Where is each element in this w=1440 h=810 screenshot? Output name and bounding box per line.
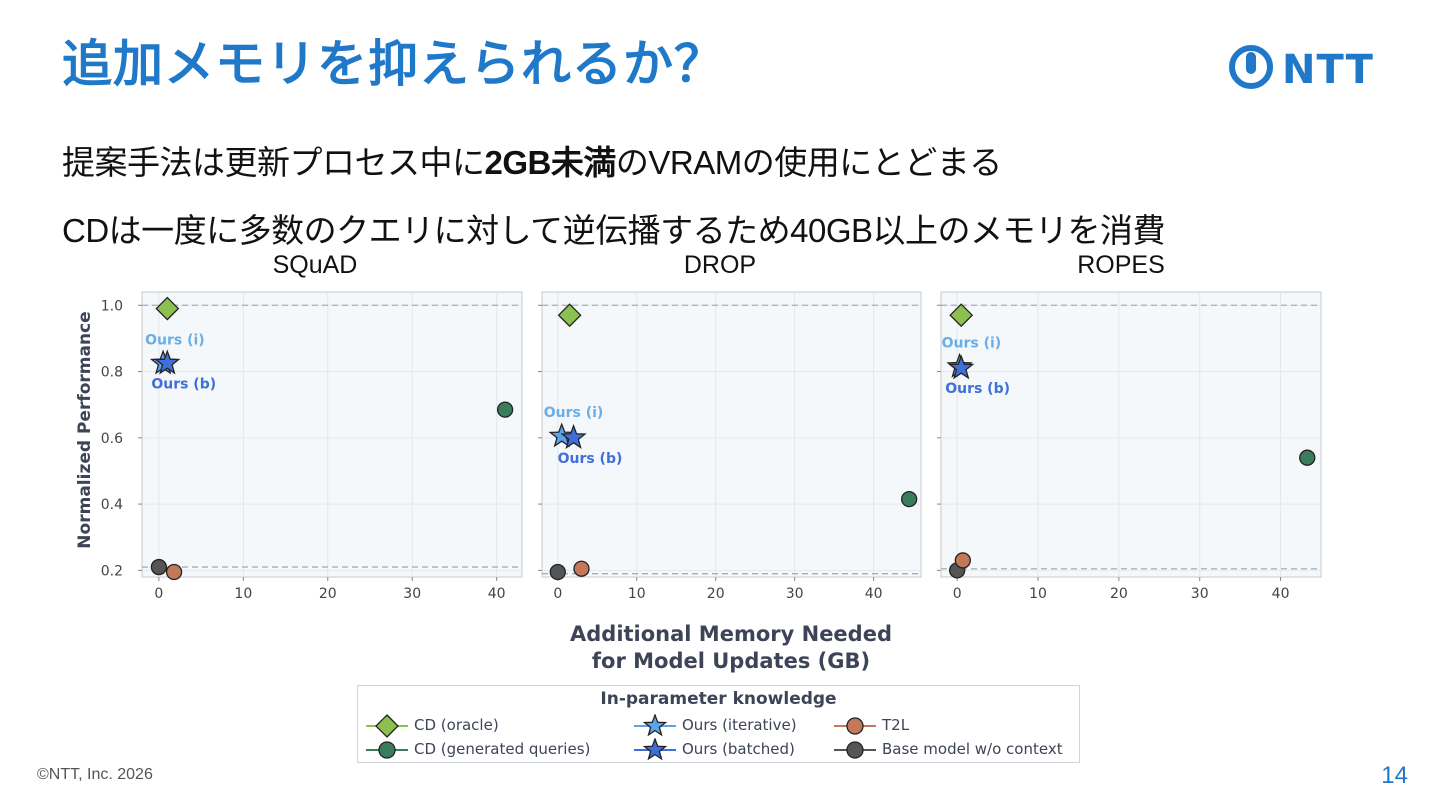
legend-marker-base xyxy=(834,741,876,759)
panel-0-point-cd-generated xyxy=(496,401,514,418)
panel-2-xtick-label: 10 xyxy=(1029,586,1047,602)
ntt-logo-text: NTT xyxy=(1282,47,1374,92)
copyright-footer: ©NTT, Inc. 2026 xyxy=(37,766,153,783)
panel-2-point-cd-generated xyxy=(1299,449,1316,466)
panel-2-plot-area xyxy=(940,291,1322,578)
panel-0-ytick-label: 0.2 xyxy=(101,563,123,579)
panel-0-ytick-label: 1.0 xyxy=(101,298,123,314)
bullet-cd-memory: CDは一度に多数のクエリに対して逆伝播するため40GB以上のメモリを消費 xyxy=(62,212,1166,249)
panel-0-ytick-label: 0.8 xyxy=(101,365,123,381)
panel-0-xtick-label: 30 xyxy=(403,586,421,602)
panel-0-xtick-label: 0 xyxy=(154,586,163,602)
legend-title: In-parameter knowledge xyxy=(600,689,837,709)
legend-label-t2l: T2L xyxy=(882,716,910,734)
slide-title: 追加メモリを抑えられるか？ xyxy=(62,35,725,93)
panel-2-xtick-label: 40 xyxy=(1272,586,1290,602)
chart-legend: In-parameter knowledge CD (oracle) CD (g… xyxy=(357,685,1080,763)
panel-0-plot-area xyxy=(141,291,523,578)
y-axis-label: Normalized Performance xyxy=(75,311,95,548)
panel-1-xtick-label: 10 xyxy=(628,586,646,602)
panel-1-label-ours-i: Ours (i) xyxy=(544,405,604,421)
panel-1-point-ours-batched xyxy=(560,423,587,450)
panel-1-point-t2l xyxy=(573,560,590,577)
panel-1-label-ours-b: Ours (b) xyxy=(558,451,623,467)
panel-0-xtick-label: 40 xyxy=(488,586,506,602)
panel-0-ytick-label: 0.4 xyxy=(101,497,123,513)
legend-label-cd-oracle: CD (oracle) xyxy=(414,716,499,734)
panel-2-label-ours-b: Ours (b) xyxy=(945,381,1010,397)
panel-0-point-base xyxy=(150,558,168,576)
panel-0-point-ours-batched xyxy=(154,349,181,375)
x-axis-label-line2: for Model Updates (GB) xyxy=(592,649,870,673)
bullet-vram: 提案手法は更新プロセス中に2GB未満のVRAMの使用にとどまる xyxy=(62,136,1002,184)
legend-marker-t2l xyxy=(834,717,876,735)
bullet-vram-bold: 2GB未満 xyxy=(484,144,617,181)
panel-2-point-ours-batched xyxy=(948,354,975,380)
panel-title-drop: DROP xyxy=(683,251,757,279)
panel-1-point-cd-oracle xyxy=(557,303,582,328)
page-number: 14 xyxy=(1381,762,1408,789)
panel-title-squad: SQuAD xyxy=(272,251,358,279)
panel-1-point-base xyxy=(549,563,566,581)
panel-0-point-cd-oracle xyxy=(155,296,180,321)
bullet-vram-post: のVRAMの使用にとどまる xyxy=(615,144,1002,181)
panel-2-xtick-label: 0 xyxy=(953,586,962,602)
panel-0-label-ours-i: Ours (i) xyxy=(145,332,205,348)
ntt-logo-mark-icon xyxy=(1229,45,1273,89)
panel-2-point-cd-oracle xyxy=(949,303,974,328)
panel-0-xtick-label: 20 xyxy=(319,586,337,602)
panel-1-xtick-label: 30 xyxy=(786,586,804,602)
x-axis-label-line1: Additional Memory Needed xyxy=(570,622,892,646)
legend-marker-ours-iterative xyxy=(634,714,676,737)
panel-1-xtick-label: 0 xyxy=(553,586,562,602)
panel-2-xtick-label: 30 xyxy=(1191,586,1209,602)
panel-0-ytick-label: 0.6 xyxy=(101,431,123,447)
panel-1-point-cd-generated xyxy=(901,490,918,508)
ntt-logo: NTT xyxy=(1228,42,1380,92)
panel-1-xtick-label: 40 xyxy=(865,586,883,602)
panel-1-point-ours-iterative xyxy=(548,422,575,448)
legend-marker-cd-generated xyxy=(366,741,408,759)
panel-0-point-t2l xyxy=(165,563,183,581)
legend-label-ours-batched: Ours (batched) xyxy=(682,740,795,758)
panel-2-xtick-label: 20 xyxy=(1110,586,1128,602)
panel-2-label-ours-i: Ours (i) xyxy=(942,336,1002,352)
legend-label-cd-generated: CD (generated queries) xyxy=(414,740,591,758)
panel-title-ropes: ROPES xyxy=(1077,251,1165,279)
legend-marker-ours-batched xyxy=(634,738,676,761)
panel-0-label-ours-b: Ours (b) xyxy=(151,376,216,392)
panel-0-xtick-label: 10 xyxy=(234,586,252,602)
panel-1-xtick-label: 20 xyxy=(707,586,725,602)
panel-1-plot-area xyxy=(541,291,922,578)
panel-2-point-t2l xyxy=(954,552,971,569)
legend-marker-cd-oracle xyxy=(366,714,408,738)
legend-label-ours-iterative: Ours (iterative) xyxy=(682,716,797,734)
legend-label-base: Base model w/o context xyxy=(882,740,1063,758)
bullet-vram-pre: 提案手法は更新プロセス中に xyxy=(62,144,485,181)
